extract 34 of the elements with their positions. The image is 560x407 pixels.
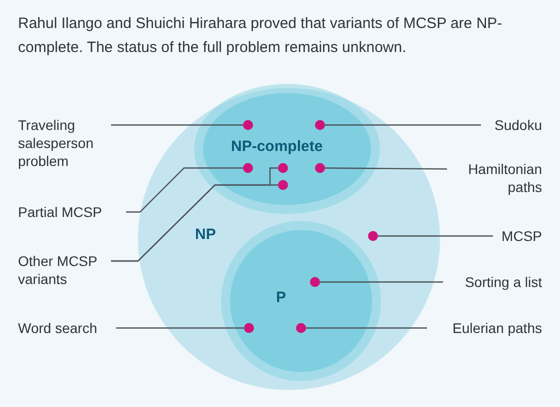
problem-label: Eulerian paths <box>430 319 542 337</box>
marker-dot <box>315 120 325 130</box>
leader-line <box>378 235 493 237</box>
leader-line <box>111 124 243 126</box>
region-label: NP <box>195 226 216 243</box>
leader-line <box>320 281 443 283</box>
marker-dot <box>243 163 253 173</box>
leader-line <box>325 167 447 170</box>
problem-label: Word search <box>18 319 113 337</box>
leader-line <box>116 327 244 329</box>
problem-label: Traveling salesperson problem <box>18 116 108 170</box>
leader-line <box>111 184 278 262</box>
problem-label: Hamiltonian paths <box>450 160 542 196</box>
marker-dot <box>278 180 288 190</box>
title-text: Rahul Ilango and Shuichi Hirahara proved that variants of MCSP are NP-complete. The status of the full problem remains unknown. <box>18 14 504 58</box>
np-complete-region <box>203 93 371 205</box>
problem-label: Other MCSP variants <box>18 252 108 288</box>
marker-dot <box>315 163 325 173</box>
marker-dot <box>244 323 254 333</box>
problem-label: Partial MCSP <box>18 203 123 221</box>
problem-label: Sorting a list <box>446 273 542 291</box>
problem-label: MCSP <box>496 227 542 245</box>
marker-dot <box>243 120 253 130</box>
leader-line <box>325 124 481 126</box>
p-region-circle <box>230 230 372 372</box>
marker-dot <box>310 277 320 287</box>
leader-line <box>306 327 427 329</box>
leader-line <box>126 167 243 213</box>
region-label: P <box>276 289 286 306</box>
problem-label: Sudoku <box>484 116 542 134</box>
marker-dot <box>296 323 306 333</box>
marker-dot <box>368 231 378 241</box>
region-label: NP-complete <box>231 138 323 155</box>
marker-dot <box>278 163 288 173</box>
